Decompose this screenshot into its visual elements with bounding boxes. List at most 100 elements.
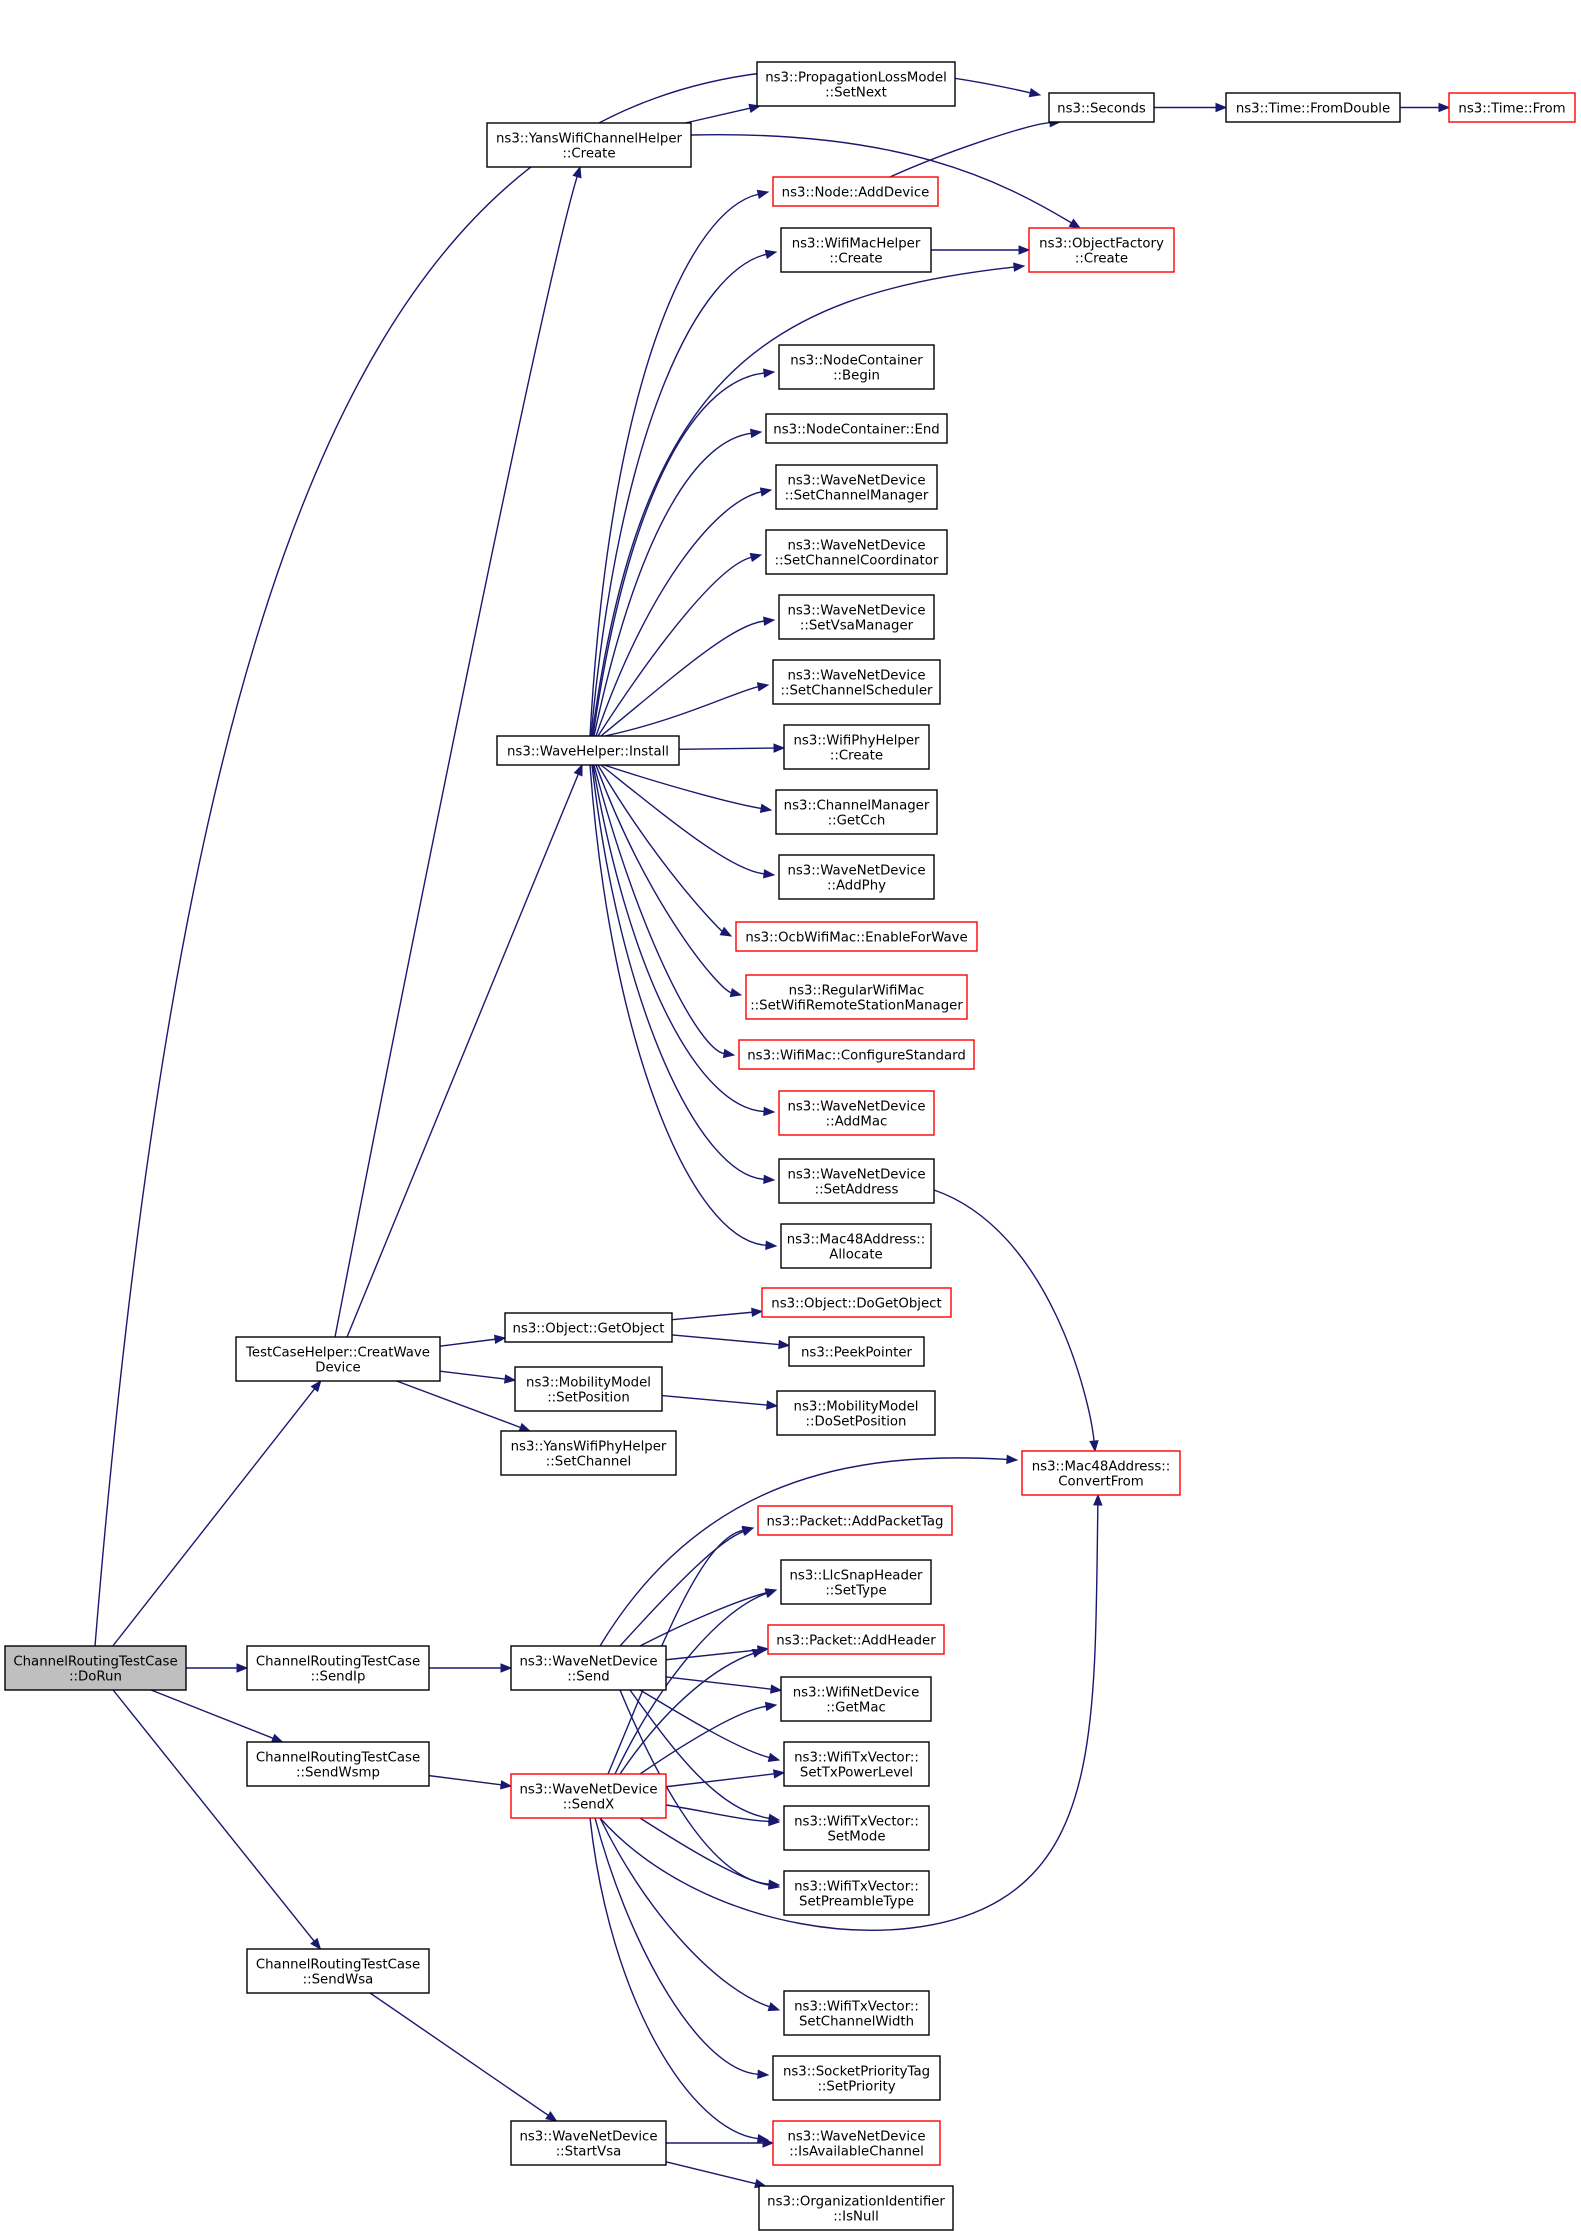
node-label-line: SetPreambleType <box>799 1895 914 1910</box>
edge-n9-to-n30 <box>591 764 765 1181</box>
node-box <box>765 413 948 444</box>
node-ns3-wavenetdevice-send[interactable]: ns3::WaveNetDevice::Send <box>510 1645 667 1691</box>
node-box <box>235 1336 441 1382</box>
node-ns3-seconds[interactable]: ns3::Seconds <box>1048 92 1155 123</box>
node-label-line: ::SetChannel <box>546 1455 631 1470</box>
node-label-line: ::SetPosition <box>547 1391 630 1406</box>
node-ns3-socketprioritytag-setpriority[interactable]: ns3::SocketPriorityTag::SetPriority <box>772 2055 941 2101</box>
node-ns3-objectfactory-create[interactable]: ns3::ObjectFactory::Create <box>1028 227 1175 273</box>
node-channelroutingtestcase-sendip[interactable]: ChannelRoutingTestCase::SendIp <box>246 1645 430 1691</box>
node-ns3-wavenetdevice-setvsamanager[interactable]: ns3::WaveNetDevice::SetVsaManager <box>778 594 935 640</box>
node-ns3-time-fromdouble[interactable]: ns3::Time::FromDouble <box>1225 92 1401 123</box>
edge-n9-to-n21 <box>600 620 765 737</box>
node-ns3-mobilitymodel-dosetposition[interactable]: ns3::MobilityModel::DoSetPosition <box>776 1390 936 1436</box>
node-label-line: ::SetWifiRemoteStationManager <box>750 999 963 1014</box>
edge-n9-to-n21-arrowhead <box>763 616 776 626</box>
node-ns3-nodecontainer-end[interactable]: ns3::NodeContainer::End <box>765 413 948 444</box>
node-ns3-yanswifichannelhelper-create[interactable]: ns3::YansWifiChannelHelper::Create <box>486 122 692 168</box>
node-ns3-nodecontainer-begin[interactable]: ns3::NodeContainer::Begin <box>778 344 935 390</box>
node-ns3-organizationidentifier-isnull[interactable]: ns3::OrganizationIdentifier::IsNull <box>758 2185 954 2231</box>
edge-n2-to-n9-arrowhead <box>573 763 583 777</box>
node-ns3-mobilitymodel-setposition[interactable]: ns3::MobilityModel::SetPosition <box>514 1366 663 1412</box>
node-ns3-llcsnapheader-settype[interactable]: ns3::LlcSnapHeader::SetType <box>780 1559 932 1605</box>
node-ns3-wavehelper-install[interactable]: ns3::WaveHelper::Install <box>496 735 680 766</box>
node-label-line: ns3::YansWifiChannelHelper <box>496 132 683 147</box>
node-ns3-propagationlossmodel-setnext[interactable]: ns3::PropagationLossModel::SetNext <box>756 61 956 107</box>
node-ns3-mac48address-allocate[interactable]: ns3::Mac48Address::Allocate <box>780 1223 932 1269</box>
node-ns3-node-adddevice[interactable]: ns3::Node::AddDevice <box>772 176 939 207</box>
node-ns3-wifimachelper-create[interactable]: ns3::WifiMacHelper::Create <box>780 227 932 273</box>
node-ns3-wifitxvector-setpreambletype[interactable]: ns3::WifiTxVector::SetPreambleType <box>783 1870 930 1916</box>
node-ns3-wifitxvector-settxpowerlevel[interactable]: ns3::WifiTxVector::SetTxPowerLevel <box>783 1741 930 1787</box>
edge-n9-to-n22-arrowhead <box>756 682 770 692</box>
node-ns3-wifimac-configurestandard[interactable]: ns3::WifiMac::ConfigureStandard <box>738 1039 975 1070</box>
node-ns3-wavenetdevice-setaddress[interactable]: ns3::WaveNetDevice::SetAddress <box>778 1158 935 1204</box>
node-ns3-wavenetdevice-isavailablechannel[interactable]: ns3::WaveNetDevice::IsAvailableChannel <box>772 2120 941 2166</box>
node-ns3-time-from[interactable]: ns3::Time::From <box>1448 92 1576 123</box>
node-channelroutingtestcase-sendwsmp[interactable]: ChannelRoutingTestCase::SendWsmp <box>246 1741 430 1787</box>
edge-n6-to-n7-arrowhead <box>1438 102 1451 113</box>
node-ns3-wavenetdevice-addmac[interactable]: ns3::WaveNetDevice::AddMac <box>778 1090 935 1136</box>
node-box <box>735 921 978 952</box>
node-label-line: ns3::ObjectFactory <box>1039 237 1164 252</box>
edge-n2-to-n8-arrowhead <box>572 165 582 179</box>
node-label-line: ::Begin <box>833 369 880 384</box>
edge-n11-to-n35-arrowhead <box>766 1400 779 1410</box>
node-ns3-regularwifimac-setwifiremotestationmanager[interactable]: ns3::RegularWifiMac::SetWifiRemoteStatio… <box>745 974 968 1020</box>
edge-n36-to-n44 <box>619 1689 770 1885</box>
node-ns3-peekpointer[interactable]: ns3::PeekPointer <box>788 1336 925 1367</box>
node-ns3-wifitxvector-setmode[interactable]: ns3::WifiTxVector::SetMode <box>783 1805 930 1851</box>
edge-n48-to-n47-arrowhead <box>762 2138 775 2148</box>
node-label-line: ns3::PeekPointer <box>801 1346 913 1361</box>
node-ns3-yanswifiphyhelper-setchannel[interactable]: ns3::YansWifiPhyHelper::SetChannel <box>500 1430 677 1476</box>
node-ns3-channelmanager-getcch[interactable]: ns3::ChannelManager::GetCch <box>775 789 938 835</box>
node-label-line: ns3::Object::DoGetObject <box>771 1297 941 1312</box>
node-channelroutingtestcase-sendwsa[interactable]: ChannelRoutingTestCase::SendWsa <box>246 1948 430 1994</box>
node-ns3-wavenetdevice-addphy[interactable]: ns3::WaveNetDevice::AddPhy <box>778 854 935 900</box>
node-label-line: ::Create <box>562 147 615 162</box>
edge-n9-to-n14-arrowhead <box>1013 262 1026 272</box>
node-label-line: ns3::Node::AddDevice <box>782 186 930 201</box>
edge-n2-to-n9 <box>346 773 579 1338</box>
node-ns3-wavenetdevice-startvsa[interactable]: ns3::WaveNetDevice::StartVsa <box>510 2120 667 2166</box>
node-ns3-wavenetdevice-sendx[interactable]: ns3::WaveNetDevice::SendX <box>510 1773 667 1819</box>
node-ns3-ocbwifimac-enableforwave[interactable]: ns3::OcbWifiMac::EnableForWave <box>735 921 978 952</box>
node-ns3-wavenetdevice-setchannelcoordinator[interactable]: ns3::WaveNetDevice::SetChannelCoordinato… <box>765 529 948 575</box>
node-channelroutingtestcase-dorun[interactable]: ChannelRoutingTestCase::DoRun <box>4 1645 187 1691</box>
node-label-line: ::GetCch <box>828 814 886 829</box>
edge-n1-to-n6-arrowhead <box>1215 102 1228 113</box>
edge-n42-to-n45-arrowhead <box>767 2002 781 2012</box>
node-label-line: ns3::Seconds <box>1057 102 1146 117</box>
node-ns3-packet-addheader[interactable]: ns3::Packet::AddHeader <box>767 1624 945 1655</box>
edge-n42-to-n47 <box>589 1817 759 2140</box>
node-label-line: ::AddPhy <box>827 879 886 894</box>
node-label-line: ns3::WifiNetDevice <box>793 1686 920 1701</box>
node-ns3-mac48address-convertfrom[interactable]: ns3::Mac48Address::ConvertFrom <box>1021 1450 1181 1496</box>
node-box <box>510 1773 667 1819</box>
node-label-line: ns3::ChannelManager <box>784 799 930 814</box>
node-label-line: ns3::Time::FromDouble <box>1236 102 1390 117</box>
node-ns3-wavenetdevice-setchannelmanager[interactable]: ns3::WaveNetDevice::SetChannelManager <box>775 464 938 510</box>
node-label-line: ns3::MobilityModel <box>526 1376 651 1391</box>
node-ns3-wifiphyhelper-create[interactable]: ns3::WifiPhyHelper::Create <box>783 724 930 770</box>
node-label-line: ::SetType <box>825 1584 886 1599</box>
node-label-line: ChannelRoutingTestCase <box>256 1958 420 1973</box>
edge-n9-to-n31-arrowhead <box>765 1240 778 1250</box>
edge-n42-to-n41 <box>665 1773 775 1788</box>
node-box <box>1028 227 1175 273</box>
node-ns3-packet-addpackettag[interactable]: ns3::Packet::AddPacketTag <box>757 1505 953 1536</box>
node-ns3-wifitxvector-setchannelwidth[interactable]: ns3::WifiTxVector::SetChannelWidth <box>783 1990 930 2036</box>
node-label-line: ns3::Mac48Address:: <box>787 1233 926 1248</box>
edge-n0-to-n5-arrowhead <box>310 1937 322 1951</box>
node-ns3-object-dogetobject[interactable]: ns3::Object::DoGetObject <box>761 1287 952 1318</box>
node-box <box>778 854 935 900</box>
node-label-line: ns3::MobilityModel <box>794 1400 919 1415</box>
node-ns3-wifinetdevice-getmac[interactable]: ns3::WifiNetDevice::GetMac <box>780 1676 932 1722</box>
node-ns3-object-getobject[interactable]: ns3::Object::GetObject <box>504 1312 673 1343</box>
node-ns3-wavenetdevice-setchannelscheduler[interactable]: ns3::WaveNetDevice::SetChannelScheduler <box>772 659 941 705</box>
node-label-line: ns3::WaveNetDevice <box>519 1655 657 1670</box>
node-label-line: ns3::Object::GetObject <box>512 1322 664 1337</box>
edge-n5-to-n48-arrowhead <box>545 2111 558 2122</box>
